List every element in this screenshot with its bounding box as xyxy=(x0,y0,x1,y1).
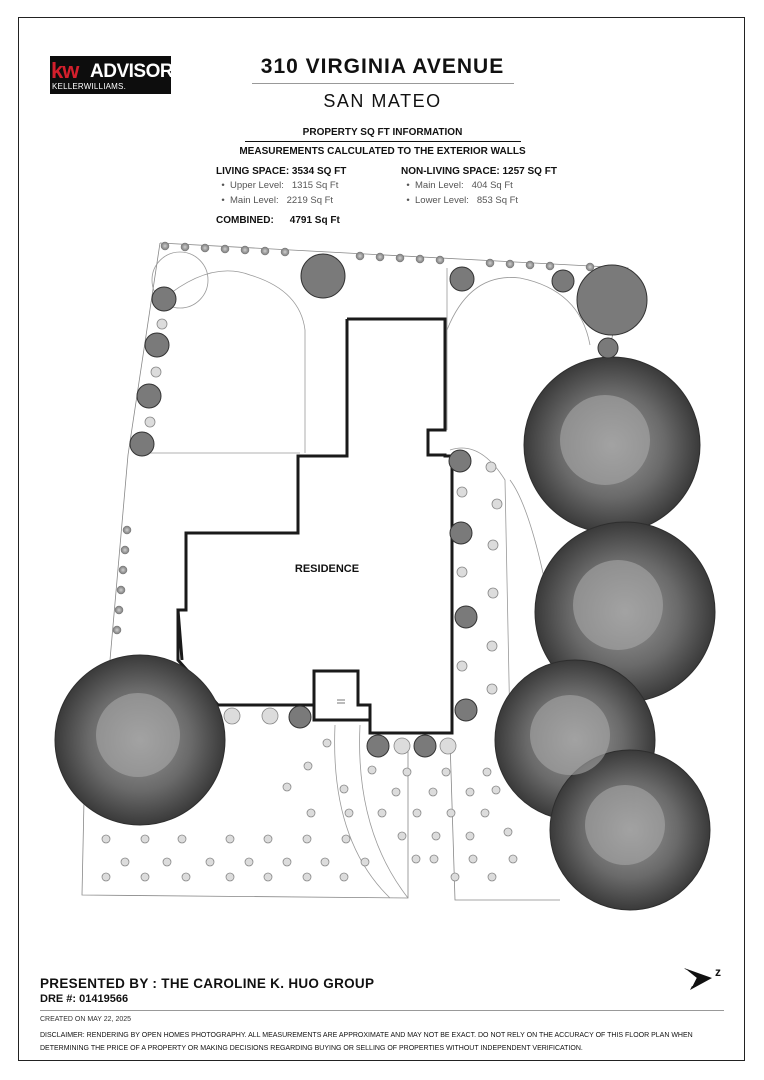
plant-icon xyxy=(151,286,177,312)
disclaimer: DISCLAIMER: RENDERING BY OPEN HOMES PHOT… xyxy=(40,1032,693,1052)
info-subtitle: MEASUREMENTS CALCULATED TO THE EXTERIOR … xyxy=(239,146,526,157)
combined-value: 4791 Sq Ft xyxy=(289,215,340,226)
list-item: •Main Level:2219 Sq Ft xyxy=(221,195,334,206)
list-item: •Main Level:404 Sq Ft xyxy=(406,180,513,191)
kw-advisors-logo: kw ADVISORS KELLERWILLIAMS. xyxy=(50,56,186,94)
plant-icon xyxy=(300,253,346,299)
site-plan: RESIDENCE xyxy=(54,241,716,911)
plant-icon xyxy=(288,705,312,729)
plant-icon xyxy=(448,449,472,473)
plant-icon xyxy=(144,332,170,358)
page-border xyxy=(18,17,745,1061)
list-item: •Lower Level:853 Sq Ft xyxy=(406,195,519,206)
plant-icon xyxy=(454,605,478,629)
divider xyxy=(40,1010,724,1011)
info-title: PROPERTY SQ FT INFORMATION xyxy=(302,127,463,138)
logo-advisors: ADVISORS xyxy=(90,61,186,82)
combined-label: COMBINED: xyxy=(216,215,274,226)
residence-label: RESIDENCE xyxy=(295,563,359,575)
residence-outline xyxy=(176,317,454,735)
list-item: •Upper Level:1315 Sq Ft xyxy=(221,180,339,191)
north-arrow-icon: z xyxy=(684,965,721,990)
tree-highlights xyxy=(96,395,665,865)
created-date: CREATED ON MAY 22, 2025 xyxy=(40,1016,132,1023)
living-space-block: LIVING SPACE: 3534 SQ FT •Upper Level:13… xyxy=(216,166,346,210)
plant-icon xyxy=(597,337,619,359)
dre-number: DRE #: 01419566 xyxy=(40,993,129,1005)
plant-icon xyxy=(136,383,162,409)
non-living-space-block: NON-LIVING SPACE: 1257 SQ FT •Main Level… xyxy=(401,166,557,210)
small-shrubs xyxy=(101,318,518,882)
property-address: 310 VIRGINIA AVENUE xyxy=(260,55,505,78)
plant-icon xyxy=(449,266,475,292)
paths xyxy=(135,251,591,899)
medium-plants xyxy=(129,253,648,758)
divider xyxy=(252,83,514,84)
living-space-heading: LIVING SPACE: 3534 SQ FT xyxy=(216,166,347,177)
plant-icon xyxy=(454,698,478,722)
logo-subtitle: KELLERWILLIAMS. xyxy=(52,82,126,91)
combined-total: COMBINED: 4791 Sq Ft xyxy=(216,215,340,226)
divider xyxy=(245,141,521,142)
plant-icon xyxy=(551,269,575,293)
plant-icon xyxy=(413,734,437,758)
non-living-space-heading: NON-LIVING SPACE: 1257 SQ FT xyxy=(401,166,557,177)
property-city: SAN MATEO xyxy=(323,91,442,111)
entry-steps xyxy=(337,699,345,704)
plant-icon xyxy=(449,521,473,545)
compass-label: z xyxy=(715,965,721,979)
hedge-row xyxy=(112,241,595,635)
logo-kw: kw xyxy=(51,58,79,83)
presented-by: PRESENTED BY : THE CAROLINE K. HUO GROUP xyxy=(40,976,375,991)
plant-icon xyxy=(576,264,648,336)
plant-icon xyxy=(366,734,390,758)
plant-icon xyxy=(129,431,155,457)
